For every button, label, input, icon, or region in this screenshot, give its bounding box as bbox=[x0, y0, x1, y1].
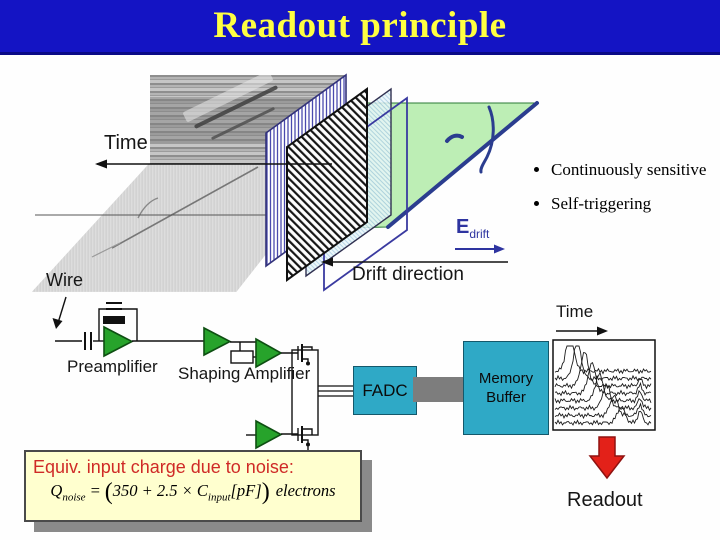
preamplifier-feedback bbox=[98, 302, 138, 341]
shaper-resistor bbox=[230, 350, 254, 364]
memory-buffer-line1: Memory bbox=[478, 370, 534, 387]
bullet-continuously-sensitive: Continuously sensitive bbox=[551, 160, 706, 180]
readout-arrow bbox=[588, 436, 626, 480]
readout-planes bbox=[265, 73, 408, 292]
memory-buffer-box: Memory Buffer bbox=[463, 341, 549, 435]
bus-connector-bar bbox=[413, 377, 464, 402]
fadc-box: FADC bbox=[353, 366, 417, 415]
preamplifier-label: Preamplifier bbox=[67, 357, 158, 376]
e-drift-arrow bbox=[455, 244, 505, 254]
time-arrow-top bbox=[95, 159, 332, 169]
shaping-amplifier-label: Shaping Amplifier bbox=[178, 364, 311, 383]
fadc-label: FADC bbox=[362, 380, 408, 400]
drift-direction-label: Drift direction bbox=[352, 264, 464, 285]
ground-track-lines bbox=[35, 166, 266, 258]
waveform-display bbox=[552, 339, 656, 431]
sample-switch-top bbox=[281, 344, 313, 366]
wire-label: Wire bbox=[46, 270, 83, 290]
shaper-stage2-triangle bbox=[255, 337, 283, 369]
time-label-top: Time bbox=[104, 132, 148, 154]
wire-pointer-arrow bbox=[52, 296, 67, 329]
digital-bus-lines bbox=[318, 385, 356, 397]
feature-bullet-list: Continuously sensitive Self-triggering bbox=[535, 160, 706, 228]
circuit-schematic bbox=[52, 296, 356, 451]
memory-buffer-line2: Buffer bbox=[486, 389, 526, 406]
channel2-amplifier-triangle bbox=[255, 419, 283, 450]
time-label-right: Time bbox=[556, 302, 594, 321]
title-bar: Readout principle bbox=[0, 0, 720, 55]
preamplifier-triangle bbox=[103, 325, 134, 358]
e-drift-label: Edrift bbox=[456, 216, 490, 241]
slide-title: Readout principle bbox=[213, 5, 507, 46]
waveform-traces bbox=[554, 345, 652, 426]
multiplexer-box bbox=[291, 349, 319, 436]
bullet-self-triggering: Self-triggering bbox=[551, 194, 706, 214]
time-arrow-right bbox=[556, 326, 608, 336]
noise-formula: Qnoise=(350 + 2.5 × Cinput[pF])electrons bbox=[50, 479, 336, 505]
noise-box-heading: Equiv. input charge due to noise: bbox=[33, 457, 294, 477]
noise-equation-box: Equiv. input charge due to noise: Qnoise… bbox=[24, 450, 362, 522]
drift-direction-arrow bbox=[321, 257, 508, 267]
shaper-stage1-triangle bbox=[203, 326, 232, 357]
hatched-plane bbox=[286, 87, 368, 282]
readout-label: Readout bbox=[567, 489, 643, 511]
